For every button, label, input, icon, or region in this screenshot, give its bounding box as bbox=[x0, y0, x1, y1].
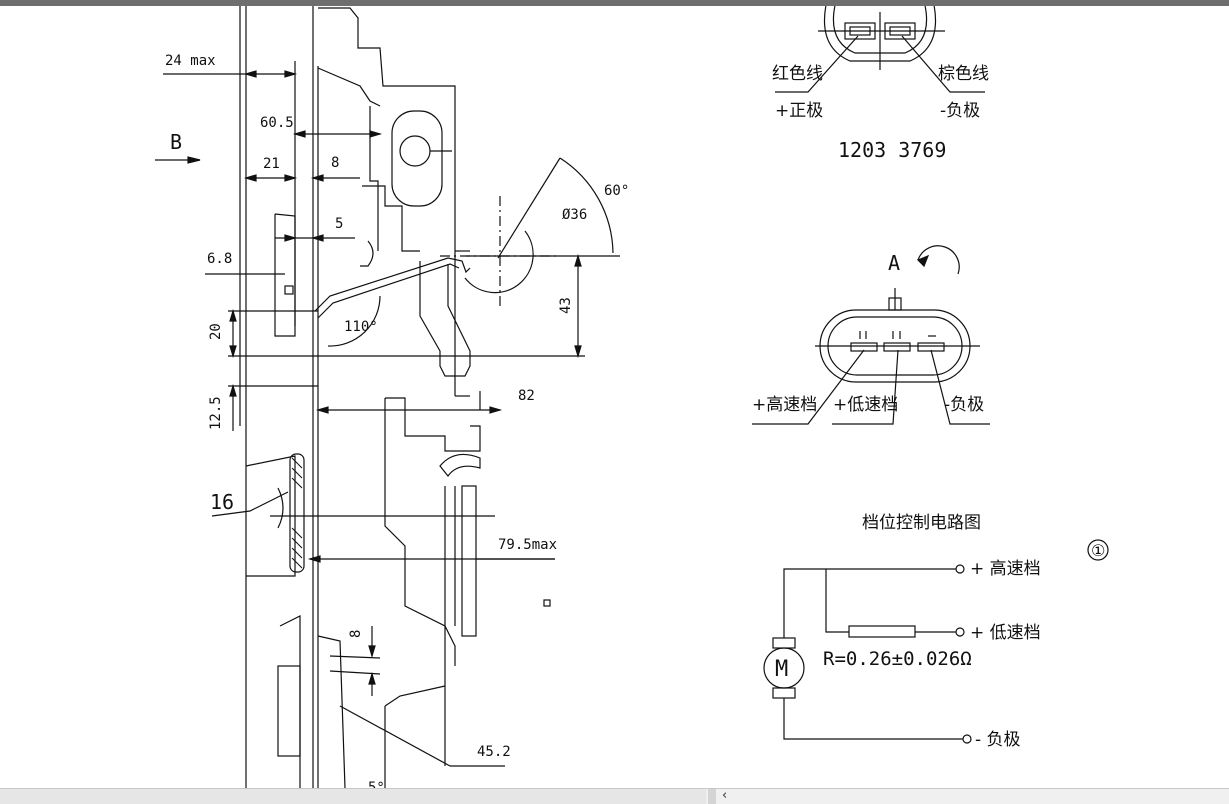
technical-drawing: B 24 max 60.5 21 8 5 6.8 20 12.5 16 110°… bbox=[155, 0, 1109, 796]
dim-20: 20 bbox=[208, 323, 224, 340]
dim-8-lower: 8 bbox=[348, 630, 364, 638]
dim-79-5max: 79.5max bbox=[498, 537, 557, 553]
scrollbar-track-left[interactable] bbox=[0, 789, 706, 804]
dim-21: 21 bbox=[263, 156, 280, 172]
dim-110: 110° bbox=[344, 319, 378, 335]
connector1-right-wire: 棕色线 bbox=[938, 64, 989, 84]
dim-5deg: 5° bbox=[368, 780, 385, 788]
dim-43: 43 bbox=[558, 297, 574, 314]
circuit-neg-label: - 负极 bbox=[975, 730, 1021, 750]
dim-6-8: 6.8 bbox=[207, 251, 232, 267]
connector-2 bbox=[752, 245, 990, 425]
circuit-diagram bbox=[763, 539, 1109, 744]
circuit-high-label: + 高速档 bbox=[970, 559, 1041, 579]
scroll-left-arrow-icon[interactable]: ‹ bbox=[722, 788, 728, 803]
dim-dia36: Ø36 bbox=[562, 207, 587, 223]
view-label-b: B bbox=[170, 130, 182, 154]
connector2-pin-high: +高速档 bbox=[752, 395, 817, 415]
connector1-right-pole: -负极 bbox=[940, 101, 980, 121]
connector-1 bbox=[775, 0, 985, 93]
connector2-pin-low: +低速档 bbox=[833, 395, 898, 415]
dim-45-2: 45.2 bbox=[477, 744, 511, 760]
horizontal-scrollbar[interactable]: ‹ bbox=[0, 788, 1229, 804]
dim-82: 82 bbox=[518, 388, 535, 404]
scrollbar-separator bbox=[708, 789, 716, 804]
dim-8: 8 bbox=[331, 155, 339, 171]
circuit-resistor-label: R=0.26±0.026Ω bbox=[823, 648, 972, 670]
circuit-ref-mark: ① bbox=[1091, 541, 1105, 560]
dim-5: 5 bbox=[335, 216, 343, 232]
circuit-motor-label: M bbox=[775, 657, 788, 682]
window-top-border bbox=[0, 0, 1229, 6]
connector2-view-label: A bbox=[888, 251, 900, 275]
circuit-title: 档位控制电路图 bbox=[862, 513, 981, 533]
circuit-low-label: + 低速档 bbox=[970, 623, 1041, 643]
dim-16: 16 bbox=[210, 490, 234, 514]
dim-60deg: 60° bbox=[604, 183, 629, 199]
connector1-part-number: 1203 3769 bbox=[838, 138, 946, 162]
dim-60-5: 60.5 bbox=[260, 115, 294, 131]
connector1-left-wire: 红色线 bbox=[772, 64, 823, 84]
dim-12-5: 12.5 bbox=[208, 396, 224, 430]
connector1-left-pole: +正极 bbox=[775, 101, 823, 121]
connector2-pin-neg: -负极 bbox=[944, 395, 984, 415]
dim-24max: 24 max bbox=[165, 53, 216, 69]
